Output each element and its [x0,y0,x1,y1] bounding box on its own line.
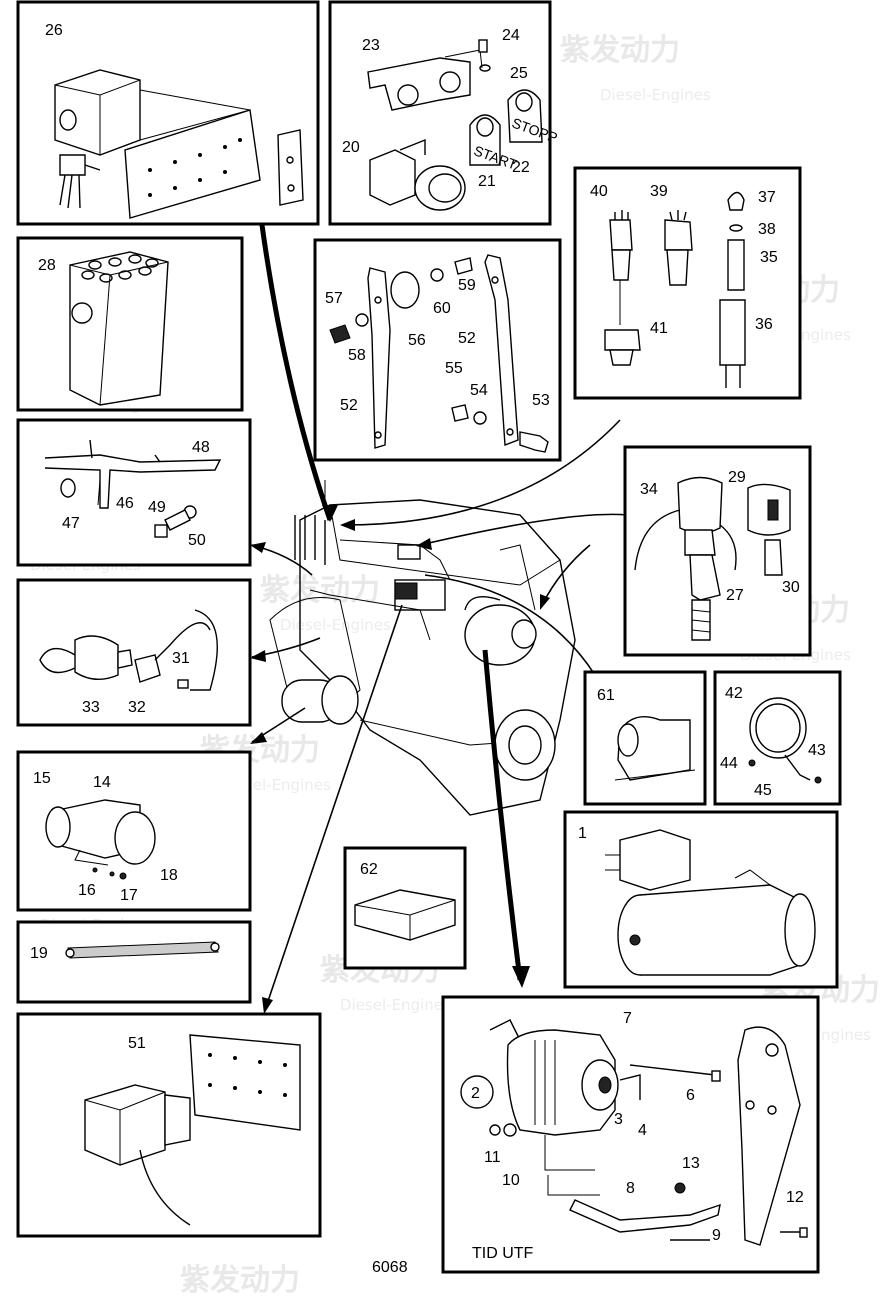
part-number-37: 37 [758,189,776,206]
part-number-10: 10 [502,1172,520,1189]
part-number-2: 2 [471,1085,480,1102]
part-number-9: 9 [712,1227,721,1244]
part-number-24: 24 [502,27,520,44]
part-number-56: 56 [408,332,426,349]
box-part-62: 62 [343,846,467,970]
part-number-45: 45 [754,782,772,799]
part-number-62: 62 [360,861,378,878]
part-number-57: 57 [325,290,343,307]
box-part-26: 26 [16,0,320,226]
box-parts-20-25: 23 24 25 20 21 22 START STOPP [328,0,560,226]
part-number-55: 55 [445,360,463,377]
part-number-15: 15 [33,770,51,787]
part-number-34: 34 [640,481,658,498]
box-part-1: 1 [563,810,839,989]
leader-lines [250,224,629,1014]
part-number-61: 61 [597,687,615,704]
watermark-cn: 紫发动力 [260,573,380,608]
part-number-51: 51 [128,1035,146,1052]
part-number-23: 23 [362,37,380,54]
part-number-53: 53 [532,392,550,409]
part-number-22: 22 [512,159,530,176]
drawing-number: 6068 [372,1259,408,1276]
part-number-43: 43 [808,742,826,759]
part-number-20: 20 [342,139,360,156]
part-number-59: 59 [458,277,476,294]
part-number-44: 44 [720,755,738,772]
part-number-21: 21 [478,173,496,190]
watermark-en: Diesel-Engines [340,996,451,1014]
box-part-28: 28 [16,236,244,412]
box-parts-27-34: 34 29 27 30 [623,445,812,657]
part-number-52: 52 [340,397,358,414]
part-number-16: 16 [78,882,96,899]
part-number-58: 58 [348,347,366,364]
part-number-48: 48 [192,439,210,456]
caption-tid-utf: TID UTF [472,1245,534,1262]
part-number-32: 32 [128,699,146,716]
part-number-26: 26 [45,22,63,39]
part-number-27: 27 [726,587,744,604]
part-number-49: 49 [148,499,166,516]
box-parts-35-41: 40 39 37 38 35 41 36 [573,166,802,400]
box-part-61: 61 [583,670,707,806]
part-number-36: 36 [755,316,773,333]
engine-drawing [269,499,576,816]
part-number-7: 7 [623,1010,632,1027]
part-number-41: 41 [650,320,668,337]
part-number-60: 60 [433,300,451,317]
part-number-39: 39 [650,183,668,200]
part-number-35: 35 [760,249,778,266]
part-number-6: 6 [686,1087,695,1104]
part-number-29: 29 [728,469,746,486]
part-number-19: 19 [30,945,48,962]
part-number-25: 25 [510,65,528,82]
part-number-12: 12 [786,1189,804,1206]
part-number-14: 14 [93,774,111,791]
box-parts-2-13: 7 2 6 3 4 5 11 10 13 8 12 9 TID UTF [441,995,820,1274]
box-parts-46-50: 48 47 46 49 50 [16,418,252,567]
part-number-33: 33 [82,699,100,716]
part-number-17: 17 [120,887,138,904]
part-number-18: 18 [160,867,178,884]
part-number-46: 46 [116,495,134,512]
part-number-38: 38 [758,221,776,238]
watermark-en: Diesel-Engines [280,616,391,634]
watermark-cn: 紫发动力 [180,1263,300,1298]
part-number-28: 28 [38,257,56,274]
part-number-3: 3 [614,1111,623,1128]
box-part-51: 51 [16,1012,322,1238]
part-number-54: 54 [470,382,488,399]
box-parts-31-33: 31 33 32 [16,578,252,727]
part-number-42: 42 [725,685,743,702]
box-parts-42-45: 42 43 44 45 [713,670,842,806]
box-parts-52-60: 57 58 56 60 59 52 52 55 54 53 [313,238,562,462]
part-number-13: 13 [682,1155,700,1172]
part-number-52b: 52 [458,330,476,347]
part-number-4: 4 [638,1122,647,1139]
watermark-en: Diesel-Engines [600,86,711,104]
part-number-40: 40 [590,183,608,200]
part-number-30: 30 [782,579,800,596]
part-number-11: 11 [484,1149,501,1166]
part-number-8: 8 [626,1180,635,1197]
part-number-1: 1 [578,825,587,842]
part-number-31: 31 [172,650,190,667]
watermark-cn: 紫发动力 [560,33,680,68]
part-number-47: 47 [62,515,80,532]
box-part-19: 19 [16,920,252,1004]
part-number-50: 50 [188,532,206,549]
box-parts-14-18: 15 14 18 16 17 [16,750,252,912]
